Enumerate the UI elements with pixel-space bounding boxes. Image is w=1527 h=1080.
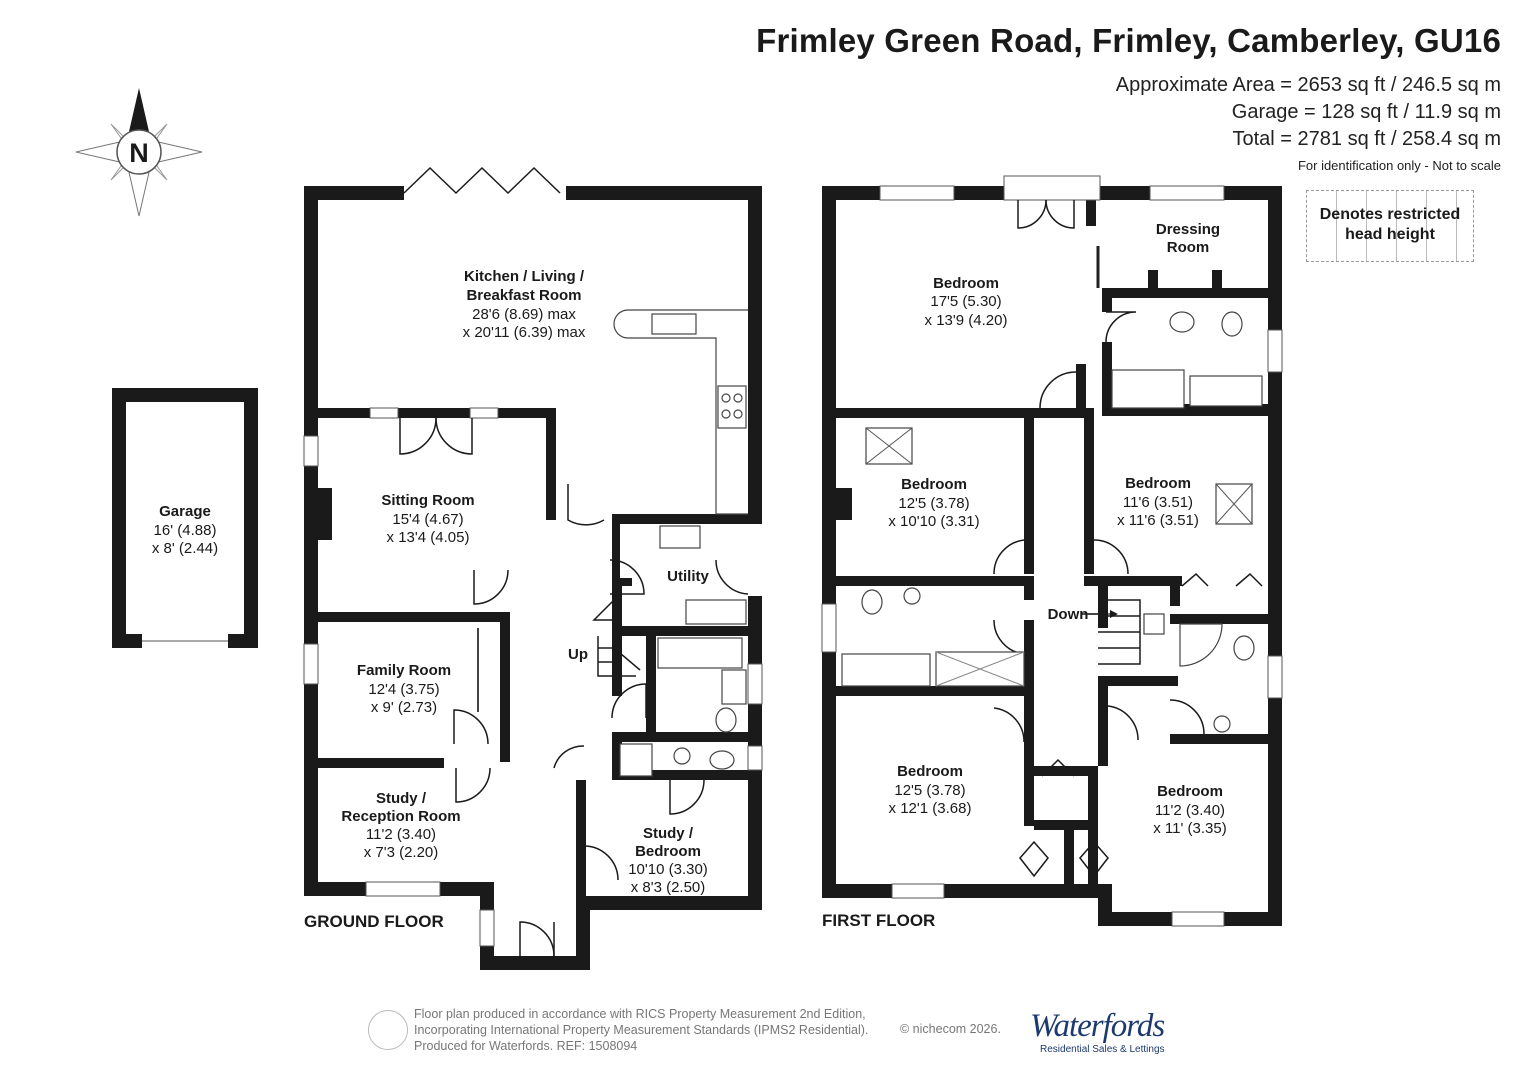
room-label-garage: Garage 16' (4.88) x 8' (2.44) xyxy=(152,503,218,557)
first-floor-label: FIRST FLOOR xyxy=(822,911,935,930)
room-label-sitting: Sitting Room 15'4 (4.67) x 13'4 (4.05) xyxy=(381,492,474,546)
room-dim: 10'10 (3.30) xyxy=(628,861,708,878)
footer-line: Floor plan produced in accordance with R… xyxy=(414,1007,866,1021)
room-name: Bedroom xyxy=(1157,783,1223,800)
room-name: Kitchen / Living / xyxy=(464,268,585,285)
room-dim: 11'2 (3.40) xyxy=(366,826,436,843)
footer-notes: Floor plan produced in accordance with R… xyxy=(414,1006,868,1054)
rics-info-icon xyxy=(368,1010,408,1050)
room-dim: x 7'3 (2.20) xyxy=(364,844,439,861)
room-dim: x 11'6 (3.51) xyxy=(1117,512,1199,529)
ground-floor-windows xyxy=(303,407,763,947)
room-name: Bedroom xyxy=(897,763,963,780)
brand-logo: Waterfords xyxy=(1030,1008,1165,1044)
first-floor-windows xyxy=(821,175,1283,927)
compass-icon: N xyxy=(75,88,203,217)
room-dim: x 13'9 (4.20) xyxy=(925,312,1008,329)
ground-floor-doors xyxy=(399,166,749,957)
room-name: Study / xyxy=(643,825,694,842)
room-dim: 17'5 (5.30) xyxy=(930,293,1001,310)
room-dim: 12'5 (3.78) xyxy=(898,495,969,512)
room-name: Sitting Room xyxy=(381,492,474,509)
room-label-kitchen: Kitchen / Living / Breakfast Room 28'6 (… xyxy=(463,268,586,341)
label-down: Down xyxy=(1048,606,1118,623)
room-name: Bedroom xyxy=(901,476,967,493)
room-name: Garage xyxy=(159,503,211,520)
room-label-bed3: Bedroom 11'6 (3.51) x 11'6 (3.51) xyxy=(1117,475,1199,529)
room-dim: x 11' (3.35) xyxy=(1153,820,1226,837)
room-name: Room xyxy=(1167,239,1210,256)
room-dim: 16' (4.88) xyxy=(154,522,217,539)
room-label-bed1: Bedroom 17'5 (5.30) x 13'9 (4.20) xyxy=(925,275,1008,329)
legend-line: Denotes restricted xyxy=(1319,206,1461,223)
ground-floor-label: GROUND FLOOR xyxy=(304,912,444,931)
room-name: Bedroom xyxy=(933,275,999,292)
property-title: Frimley Green Road, Frimley, Camberley, … xyxy=(756,22,1501,59)
room-name: Breakfast Room xyxy=(466,287,581,304)
room-label-bed2: Bedroom 12'5 (3.78) x 10'10 (3.31) xyxy=(888,476,979,530)
room-dim: x 12'1 (3.68) xyxy=(889,800,972,817)
compass-label: N xyxy=(129,138,149,168)
room-label-dressing: Dressing Room xyxy=(1156,221,1220,256)
room-name: Family Room xyxy=(357,662,451,679)
room-dim: x 20'11 (6.39) max xyxy=(463,324,586,341)
room-label-bed5: Bedroom 11'2 (3.40) x 11' (3.35) xyxy=(1153,783,1226,837)
footer-line: Produced for Waterfords. REF: 1508094 xyxy=(414,1039,638,1053)
copyright: © nichecom 2026. xyxy=(900,1022,1001,1036)
room-dim: 11'2 (3.40) xyxy=(1155,802,1225,819)
room-name: Bedroom xyxy=(635,843,701,860)
legend-line: head height xyxy=(1345,226,1435,243)
room-dim: 28'6 (8.69) max xyxy=(472,306,576,323)
room-label-bed4: Bedroom 12'5 (3.78) x 12'1 (3.68) xyxy=(889,763,972,817)
brand-tagline: Residential Sales & Lettings xyxy=(1040,1044,1165,1055)
footer-line: Incorporating International Property Mea… xyxy=(414,1023,869,1037)
garage-area: Garage = 128 sq ft / 11.9 sq m xyxy=(1231,101,1501,123)
room-name: Dressing xyxy=(1156,221,1220,238)
restricted-height-legend: Denotes restricted head height xyxy=(1306,190,1474,262)
room-dim: 12'5 (3.78) xyxy=(894,782,965,799)
scale-note: For identification only - Not to scale xyxy=(1297,158,1501,173)
room-name: Reception Room xyxy=(341,808,460,825)
room-name: Utility xyxy=(667,568,709,585)
room-name: Bedroom xyxy=(1125,475,1191,492)
label-up: Up xyxy=(568,646,588,663)
garage-walls xyxy=(112,388,258,648)
room-label-utility: Utility xyxy=(667,568,709,585)
room-label-family: Family Room 12'4 (3.75) x 9' (2.73) xyxy=(357,662,451,716)
room-dim: x 8' (2.44) xyxy=(152,540,218,557)
room-dim: x 10'10 (3.31) xyxy=(888,513,979,530)
room-label-study-bedroom: Study / Bedroom 10'10 (3.30) x 8'3 (2.50… xyxy=(628,825,708,896)
room-name: Study / xyxy=(376,790,427,807)
first-floor-doors xyxy=(993,199,1263,878)
total-area: Total = 2781 sq ft / 258.4 sq m xyxy=(1232,128,1502,150)
stairs-label: Up xyxy=(568,646,588,663)
stairs-label: Down xyxy=(1048,606,1089,623)
ground-floor-fixtures xyxy=(477,309,748,777)
room-dim: x 8'3 (2.50) xyxy=(631,879,706,896)
room-dim: x 9' (2.73) xyxy=(371,699,437,716)
room-dim: x 13'4 (4.05) xyxy=(387,529,470,546)
room-dim: 12'4 (3.75) xyxy=(368,681,439,698)
room-label-study-reception: Study / Reception Room 11'2 (3.40) x 7'3… xyxy=(341,790,460,861)
room-dim: 11'6 (3.51) xyxy=(1123,494,1193,511)
first-floor-fixtures xyxy=(841,246,1263,733)
approximate-area: Approximate Area = 2653 sq ft / 246.5 sq… xyxy=(1115,74,1501,96)
room-dim: 15'4 (4.67) xyxy=(392,511,463,528)
